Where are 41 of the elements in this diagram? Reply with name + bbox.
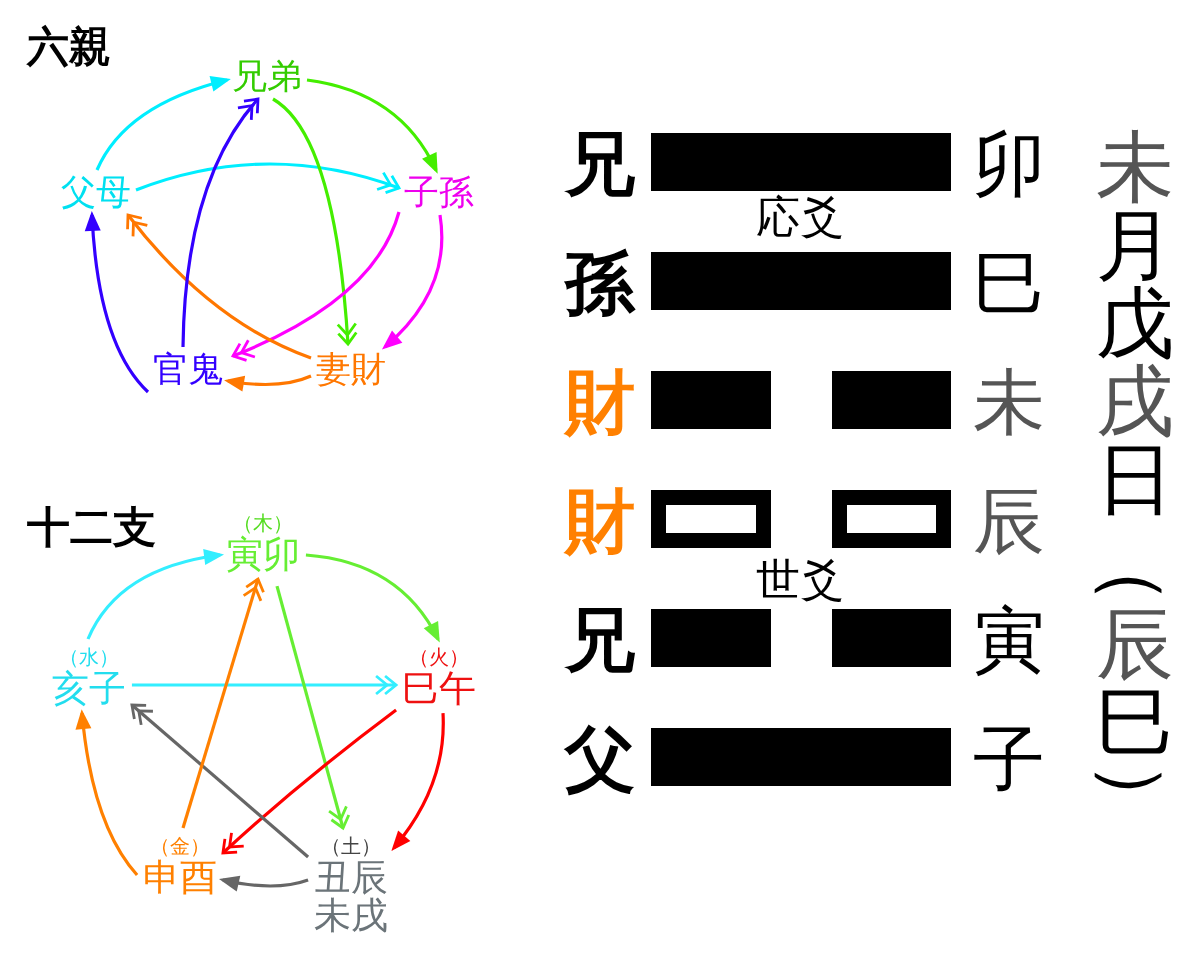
- line-label: 父: [565, 724, 635, 794]
- arrow: [391, 713, 445, 852]
- branch-label: 未: [973, 366, 1045, 438]
- arrow: [75, 709, 139, 877]
- arrow: [86, 549, 225, 640]
- line-label: 兄: [565, 605, 635, 675]
- date-label: 未月戊戌日: [1096, 128, 1174, 518]
- node-label: 申酉: [142, 859, 218, 898]
- branch-label: 巳: [973, 247, 1045, 319]
- line-label: 財: [565, 367, 635, 437]
- line-label: 孫: [565, 248, 635, 318]
- line-label: 財: [565, 486, 635, 556]
- arrow: [305, 553, 440, 643]
- heading: 十二支: [27, 506, 156, 549]
- branch-label: 寅: [973, 604, 1045, 676]
- element-label: （木）: [232, 510, 294, 535]
- element-label: （水）: [58, 644, 120, 670]
- node-label: 兄弟: [232, 59, 302, 94]
- element-label: （土）: [320, 833, 382, 859]
- branch-label: 子: [973, 723, 1045, 795]
- line-label: 兄: [565, 129, 635, 199]
- arrow: [95, 76, 231, 171]
- node-label: 妻財: [316, 352, 386, 387]
- node-label: 子孫: [404, 175, 474, 210]
- element-label: （金）: [149, 833, 211, 859]
- heading: 六親: [27, 26, 111, 68]
- node-label: 父母: [61, 175, 131, 210]
- element-label: （火）: [408, 644, 470, 670]
- arrow: [306, 78, 438, 174]
- void-label: （辰巳）: [1096, 566, 1174, 800]
- arrow: [382, 214, 444, 350]
- branch-label: 卯: [973, 128, 1045, 200]
- node-label: 官鬼: [153, 352, 223, 387]
- node-label: 亥子: [51, 670, 127, 709]
- arrow: [224, 374, 312, 392]
- arrow: [85, 211, 150, 394]
- node-label: 丑辰未戌: [313, 859, 389, 936]
- node-label: 寅卯: [225, 536, 301, 575]
- branch-label: 辰: [973, 485, 1045, 557]
- node-label: 巳午: [401, 670, 477, 709]
- arrow: [219, 875, 309, 892]
